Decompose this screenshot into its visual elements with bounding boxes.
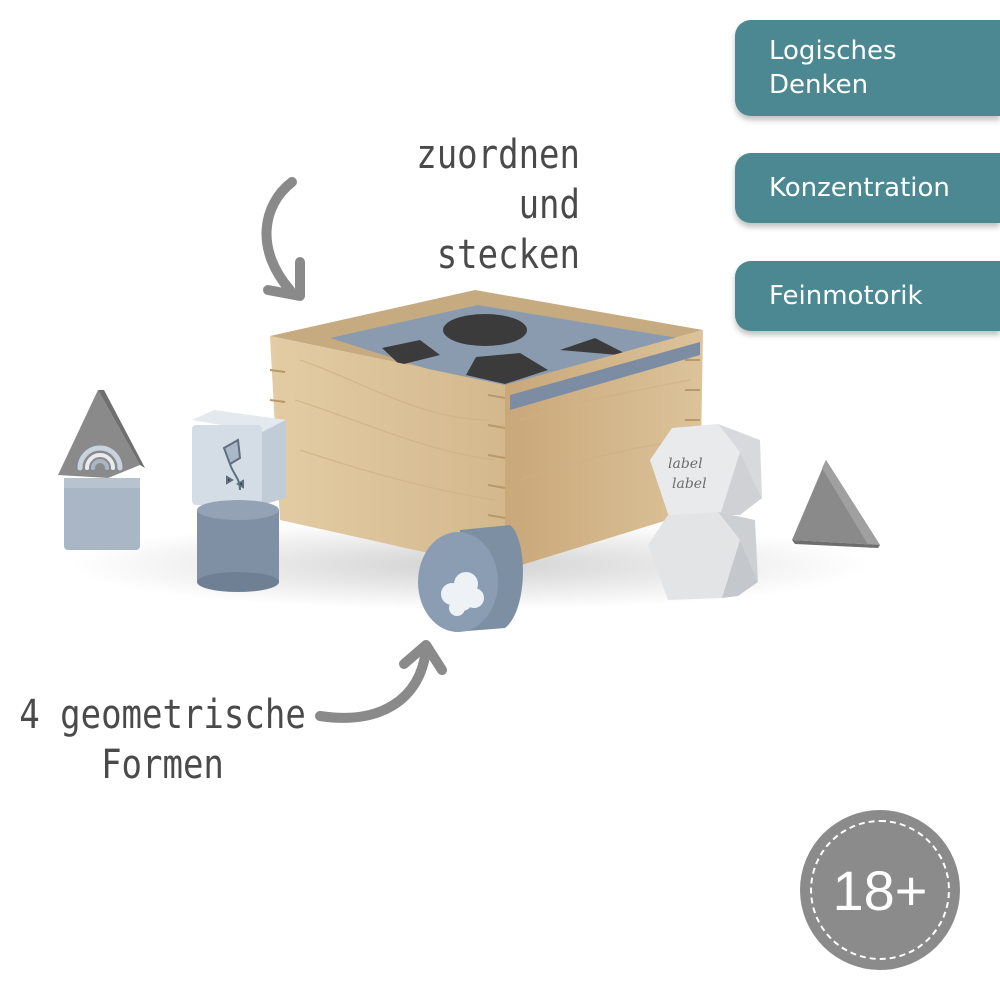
grey-triangle-block xyxy=(792,460,880,548)
cloud-icon xyxy=(441,572,484,616)
caption-sort-and-insert: zuordnen und stecken xyxy=(416,132,580,278)
tag-label: Konzentration xyxy=(769,173,950,203)
tag-concentration: Konzentration xyxy=(735,153,1000,223)
hexagon-block-bottom xyxy=(648,512,758,600)
tag-fine-motor-skills: Feinmotorik xyxy=(735,261,1000,331)
rainbow-icon xyxy=(77,445,123,471)
cloud-cylinder xyxy=(418,525,523,632)
tag-logical-thinking: Logisches Denken xyxy=(735,20,1000,116)
light-blue-cube xyxy=(64,478,140,550)
triangle-block xyxy=(58,390,145,478)
age-badge: 18+ xyxy=(800,810,960,970)
shape-sorter-box xyxy=(269,290,703,570)
tag-label: Feinmotorik xyxy=(769,281,923,311)
arrow-icon xyxy=(315,640,447,723)
age-badge-label: 18+ xyxy=(832,858,928,922)
caption-geometric-shapes: 4 geometrische Formen xyxy=(19,692,306,788)
block-print: label xyxy=(668,456,703,472)
kite-cube xyxy=(192,410,286,505)
cylinder-block xyxy=(197,500,279,592)
hexagon-block-top: label label xyxy=(650,424,762,520)
kite-icon xyxy=(222,438,244,491)
tag-label: Logisches Denken xyxy=(769,36,897,100)
arrow-icon xyxy=(261,177,305,301)
block-print: label xyxy=(672,476,707,492)
badge-dashed-ring xyxy=(810,820,950,960)
